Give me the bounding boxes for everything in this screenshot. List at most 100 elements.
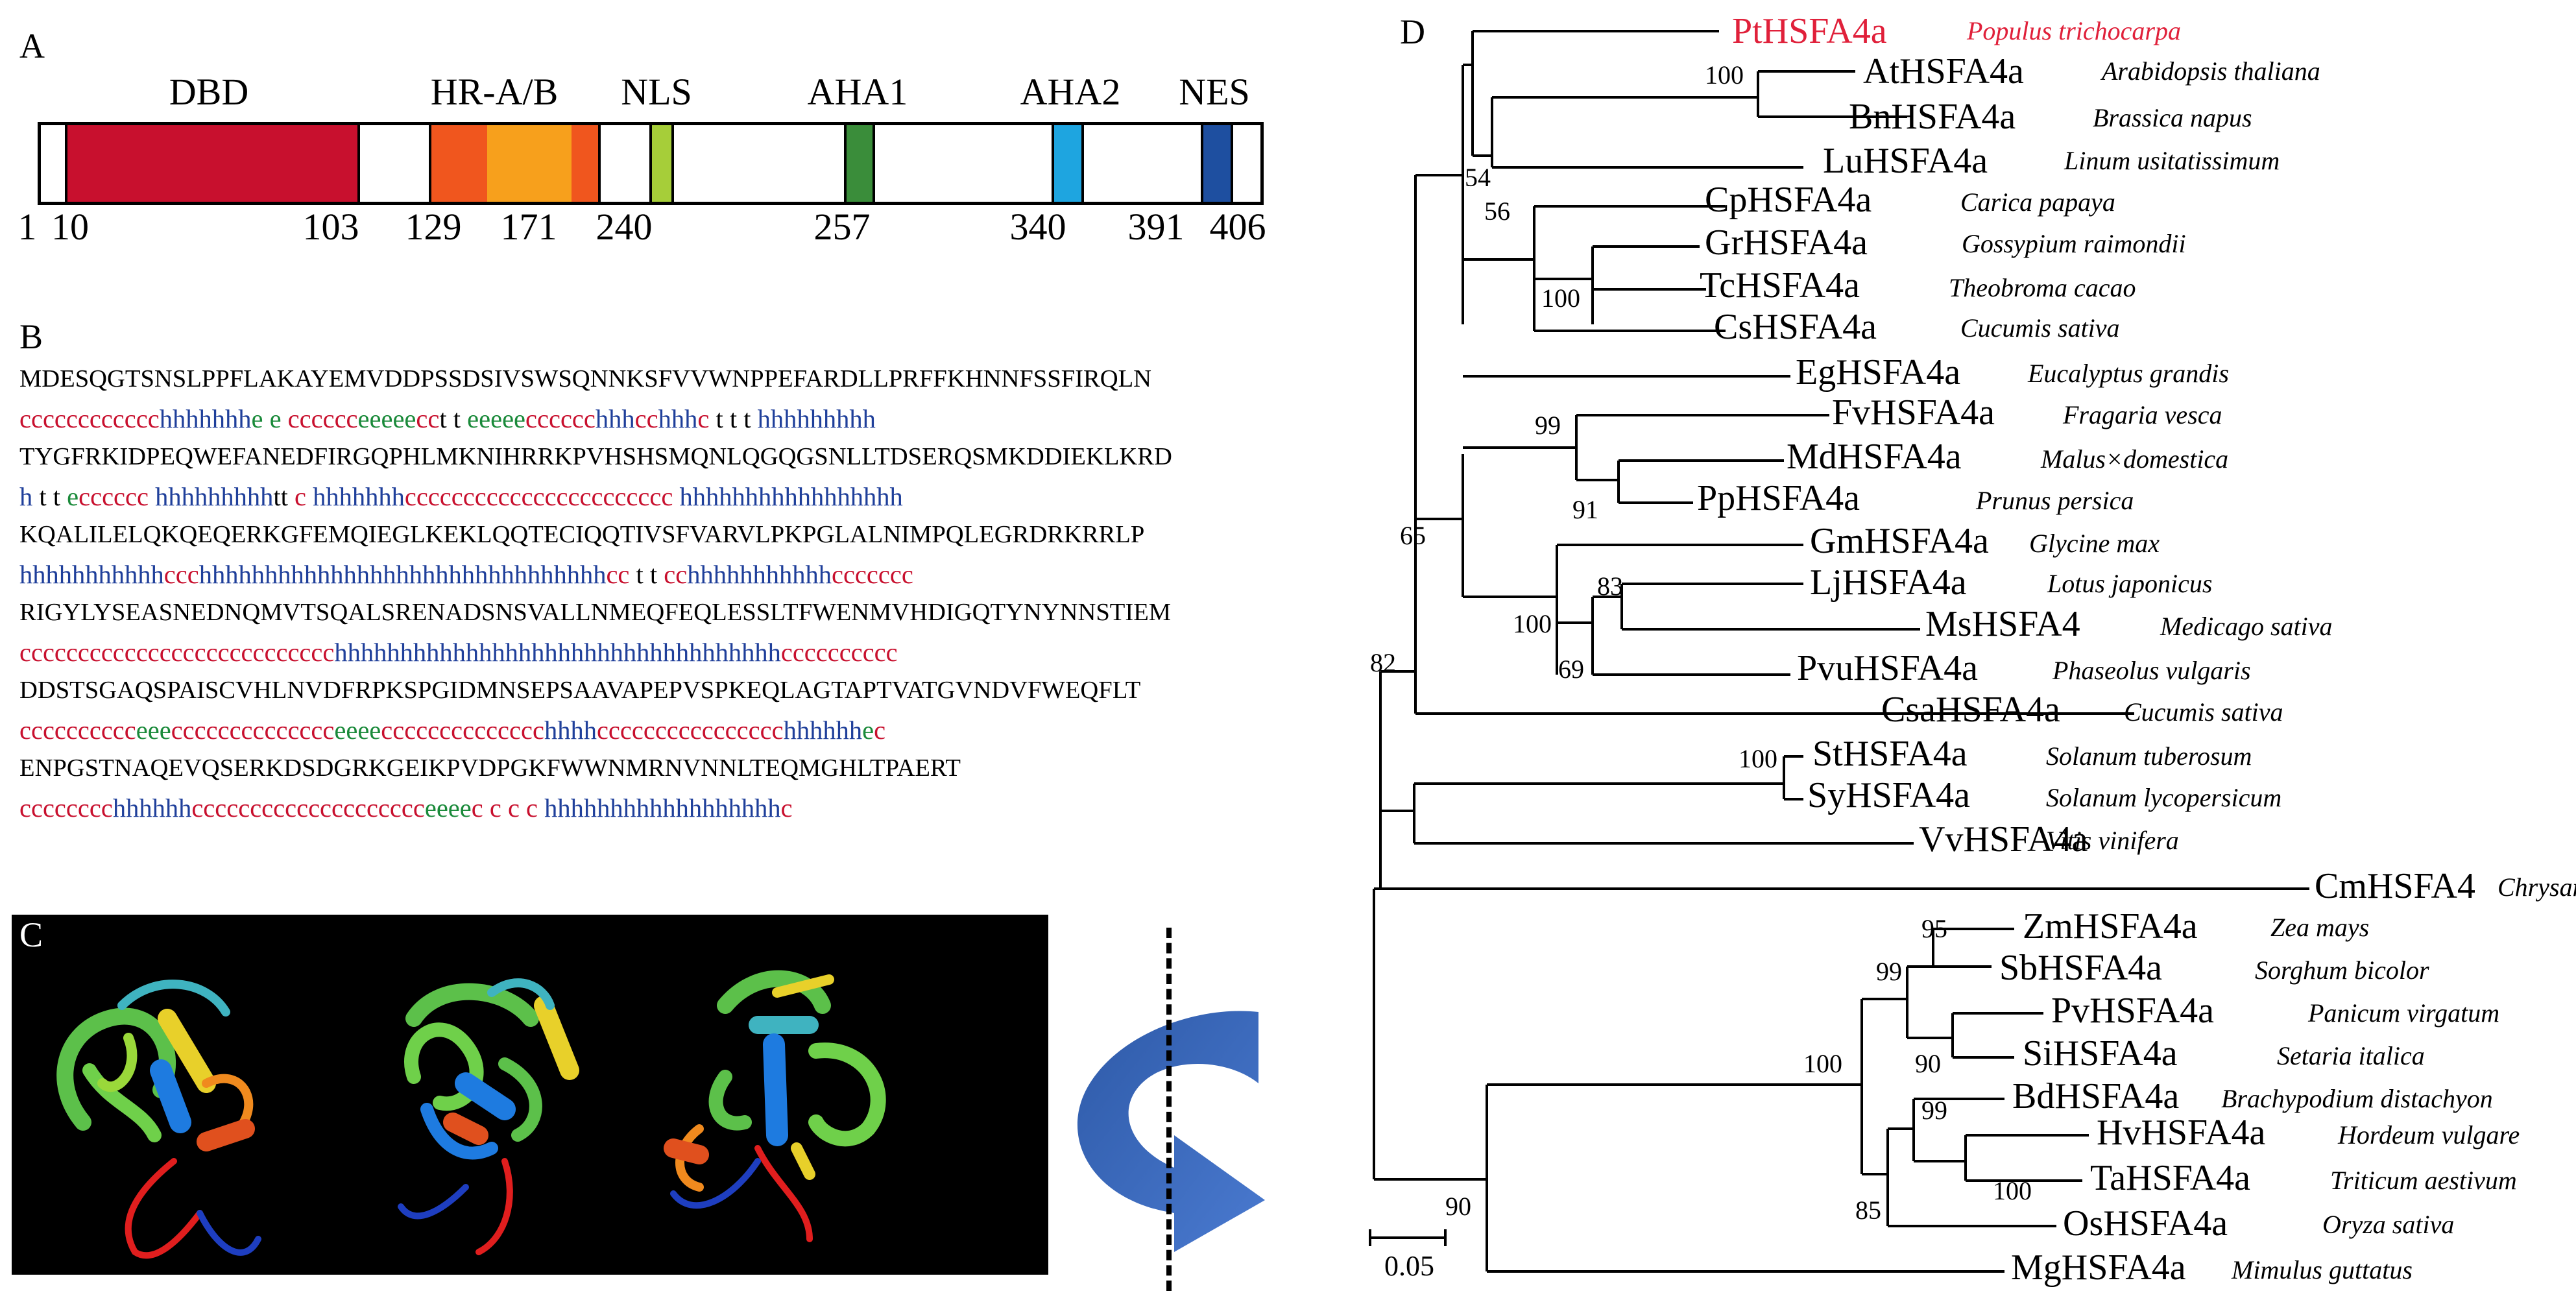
ss-segment: cccccccccccccccccccc — [191, 793, 425, 823]
ss-segment: hhhhhhh — [313, 482, 405, 511]
ss-segment: cccccccccc — [19, 716, 136, 745]
taxon-label: SyHSFA4a — [1807, 775, 1971, 815]
species-label: Cucumis sativa — [2124, 697, 2283, 727]
species-label: Vitis vinifera — [2046, 826, 2179, 855]
position-340: 340 — [1009, 206, 1066, 248]
ss-segment: hhhhhhhhh — [155, 482, 274, 511]
secondary-structure-line: hhhhhhhhhhhccchhhhhhhhhhhhhhhhhhhhhhhhhh… — [19, 559, 913, 590]
ss-segment: eeee — [334, 716, 381, 745]
bootstrap-value: 100 — [1513, 609, 1552, 638]
taxon-label: PvuHSFA4a — [1797, 648, 1979, 688]
bootstrap-value: 56 — [1484, 197, 1510, 226]
taxon-label: EgHSFA4a — [1796, 352, 1961, 392]
ss-segment: cc — [664, 560, 688, 589]
species-label: Brassica napus — [2093, 103, 2252, 132]
protein-structure-image — [56, 970, 886, 1259]
species-label: Solanum lycopersicum — [2046, 783, 2282, 812]
taxon-label: LuHSFA4a — [1823, 141, 1988, 181]
species-label: Carica papaya — [1960, 187, 2115, 217]
ss-segment: t t — [439, 404, 468, 433]
bootstrap-value: 100 — [1739, 744, 1777, 773]
panel-c-label: C — [19, 915, 43, 954]
ss-segment: hhhhhh — [783, 716, 863, 745]
ss-segment: hhh — [595, 404, 635, 433]
taxon-label: TcHSFA4a — [1700, 265, 1860, 306]
ss-segment: c — [780, 793, 793, 823]
ss-segment: hhhhhhhhhhh — [687, 560, 832, 589]
species-label: Setaria italica — [2277, 1041, 2425, 1070]
taxon-label: FvHSFA4a — [1832, 392, 1995, 433]
bootstrap-value: 95 — [1921, 914, 1947, 943]
aha1-domain — [844, 125, 875, 202]
taxon-label: CsHSFA4a — [1714, 307, 1877, 347]
species-label: Phaseolus vulgaris — [2052, 656, 2251, 685]
nes-domain — [1201, 125, 1233, 202]
secondary-structure-line: h t t ecccccc hhhhhhhhhtt c hhhhhhhccccc… — [19, 481, 903, 512]
ss-segment: ccccccc — [831, 560, 913, 589]
taxon-label: VvHSFA4a — [1919, 819, 2088, 860]
ss-segment: cccccccccccc — [19, 404, 160, 433]
secondary-structure-line: cccccccccccchhhhhhhe e cccccceeeeecct t … — [19, 403, 876, 434]
ss-segment: eeeee — [357, 404, 416, 433]
ss-segment: cccccccc — [19, 793, 113, 823]
domain-label-nes: NES — [1179, 71, 1250, 113]
nls-domain — [649, 125, 674, 202]
ss-segment: t t — [636, 560, 664, 589]
panel-b-label: B — [19, 317, 43, 356]
taxon-label: GmHSFA4a — [1810, 521, 1989, 561]
taxon-label: ZmHSFA4a — [2023, 906, 2198, 946]
sequence-line: RIGYLYSEASNEDNQMVTSQALSRENADSNSVALLNMEQF… — [19, 599, 1172, 626]
position-171: 171 — [500, 206, 557, 248]
species-label: Prunus persica — [1976, 486, 2134, 515]
ss-segment: hhh — [658, 404, 698, 433]
ss-segment: hhhhhhh — [159, 404, 252, 433]
ss-segment: ccccccccccccccccccccccc — [404, 482, 680, 511]
ss-segment: cccccc — [525, 404, 596, 433]
ss-segment: ccccccccccccccccccccccccccc — [19, 638, 335, 667]
taxon-label: MgHSFA4a — [2011, 1247, 2186, 1288]
hr-inner-domain — [487, 125, 572, 202]
taxon-label: BdHSFA4a — [2012, 1076, 2180, 1116]
panel-a-label: A — [19, 27, 45, 66]
ss-segment: cccccccccccccc — [171, 716, 335, 745]
taxon-label: SiHSFA4a — [2023, 1033, 2178, 1074]
ss-segment: eeeee — [467, 404, 526, 433]
structure-view-1 — [56, 980, 261, 1259]
ss-segment: cccccccccccccc — [381, 716, 544, 745]
ss-segment: hhhhhhhhhhhhhhhhh — [679, 482, 903, 511]
position-103: 103 — [302, 206, 359, 248]
dbd-border — [65, 125, 360, 202]
bootstrap-value: 82 — [1370, 648, 1396, 677]
ss-segment: e — [67, 482, 79, 511]
species-label: Sorghum bicolor — [2255, 956, 2429, 985]
taxon-label: OsHSFA4a — [2063, 1203, 2228, 1244]
rotation-axis-line — [1166, 928, 1172, 1291]
ss-segment: t t — [39, 482, 67, 511]
secondary-structure-line: cccccccccceeecccccccccccccceeeeccccccccc… — [19, 715, 885, 745]
species-label: Mimulus guttatus — [2232, 1255, 2413, 1284]
species-label: Fragaria vesca — [2063, 400, 2222, 429]
ss-segment: h — [19, 482, 40, 511]
species-label: Malus×domestica — [2041, 444, 2229, 474]
structure-view-2 — [398, 978, 579, 1255]
ss-segment: c — [697, 404, 716, 433]
sequence-line: TYGFRKIDPEQWEFANEDFIRGQPHLMKNIHRRKPVHSHS… — [19, 443, 1172, 470]
position-257: 257 — [813, 206, 871, 248]
ss-segment: cccccc — [287, 404, 358, 433]
species-label: Panicum virgatum — [2308, 998, 2500, 1028]
domain-label-nls: NLS — [621, 71, 692, 113]
hr-a-domain — [429, 125, 487, 202]
ss-segment: hhhhhhhhhhhhhhhhhhhhhhhhhhhhhhh — [199, 560, 607, 589]
taxon-label: BnHSFA4a — [1849, 97, 2016, 137]
bootstrap-value: 100 — [1803, 1049, 1842, 1078]
species-label: Zea mays — [2270, 913, 2370, 942]
bootstrap-value: 100 — [1705, 60, 1744, 90]
bootstrap-value: 99 — [1535, 411, 1561, 440]
ss-segment: e — [862, 716, 874, 745]
species-label: Eucalyptus grandis — [2028, 359, 2229, 388]
ss-segment: eee — [136, 716, 171, 745]
panel-d-label: D — [1400, 12, 1425, 51]
ss-segment: cc — [606, 560, 636, 589]
ss-segment: t t t — [716, 404, 758, 433]
